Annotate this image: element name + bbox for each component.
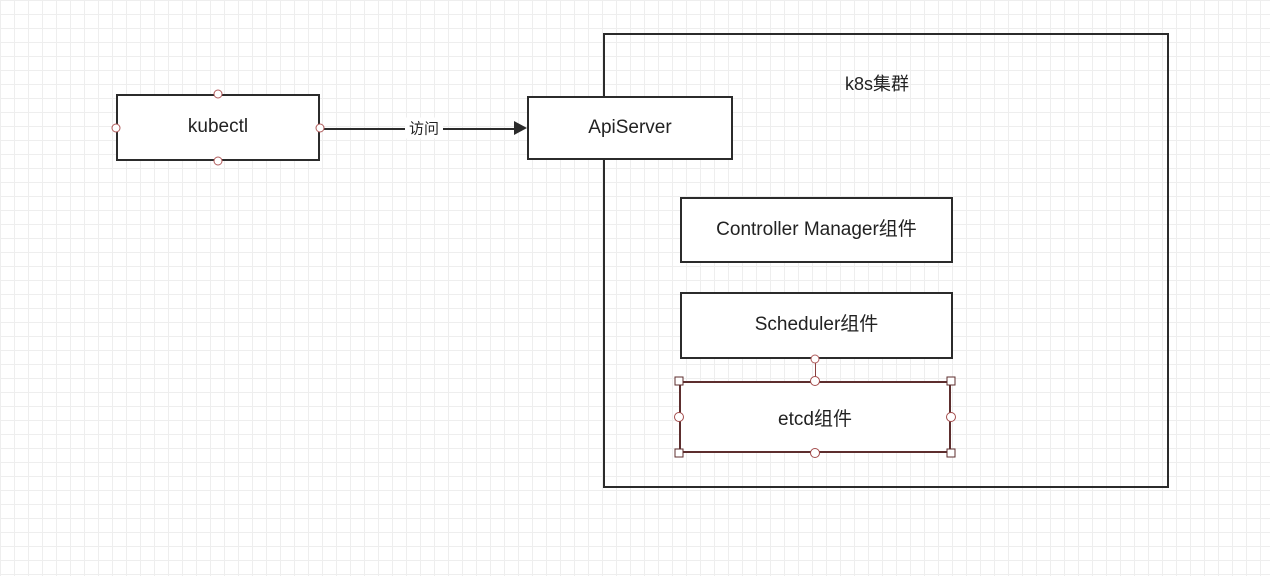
edge-scheduler-to-etcd-line[interactable]	[815, 359, 816, 381]
node-kubectl-connection-point-left[interactable]	[111, 123, 121, 133]
container-k8s-cluster[interactable]	[603, 33, 1169, 488]
node-etcd-resize-handle-bottom-left[interactable]	[674, 448, 684, 458]
node-controller-manager[interactable]: Controller Manager组件	[680, 197, 953, 263]
node-etcd-resize-handle-bottom-right[interactable]	[946, 448, 956, 458]
node-kubectl-connection-point-right[interactable]	[315, 123, 325, 133]
node-apiserver-label: ApiServer	[588, 116, 672, 138]
node-kubectl-connection-point-top[interactable]	[213, 89, 223, 99]
node-apiserver[interactable]: ApiServer	[527, 96, 733, 160]
node-etcd-connection-point-right[interactable]	[946, 412, 956, 422]
node-etcd-resize-handle-top-left[interactable]	[674, 376, 684, 386]
container-k8s-cluster-title: k8s集群	[845, 74, 910, 94]
node-etcd[interactable]: etcd组件	[679, 381, 951, 453]
node-kubectl-connection-point-bottom[interactable]	[213, 156, 223, 166]
node-scheduler-label: Scheduler组件	[754, 314, 879, 336]
node-etcd-connection-point-left[interactable]	[674, 412, 684, 422]
node-scheduler-connection-point-bottom[interactable]	[810, 354, 820, 364]
node-controller-manager-label: Controller Manager组件	[716, 218, 917, 240]
node-etcd-connection-point-top[interactable]	[810, 376, 820, 386]
node-kubectl-label: kubectl	[187, 116, 249, 138]
edge-kubectl-to-apiserver-arrowhead	[514, 121, 527, 135]
node-kubectl[interactable]: kubectl	[116, 94, 320, 161]
node-etcd-resize-handle-top-right[interactable]	[946, 376, 956, 386]
node-etcd-connection-point-bottom[interactable]	[810, 448, 820, 458]
edge-kubectl-to-apiserver-label[interactable]: 访问	[404, 117, 444, 139]
node-etcd-label: etcd组件	[778, 408, 852, 430]
node-scheduler[interactable]: Scheduler组件	[680, 292, 953, 359]
